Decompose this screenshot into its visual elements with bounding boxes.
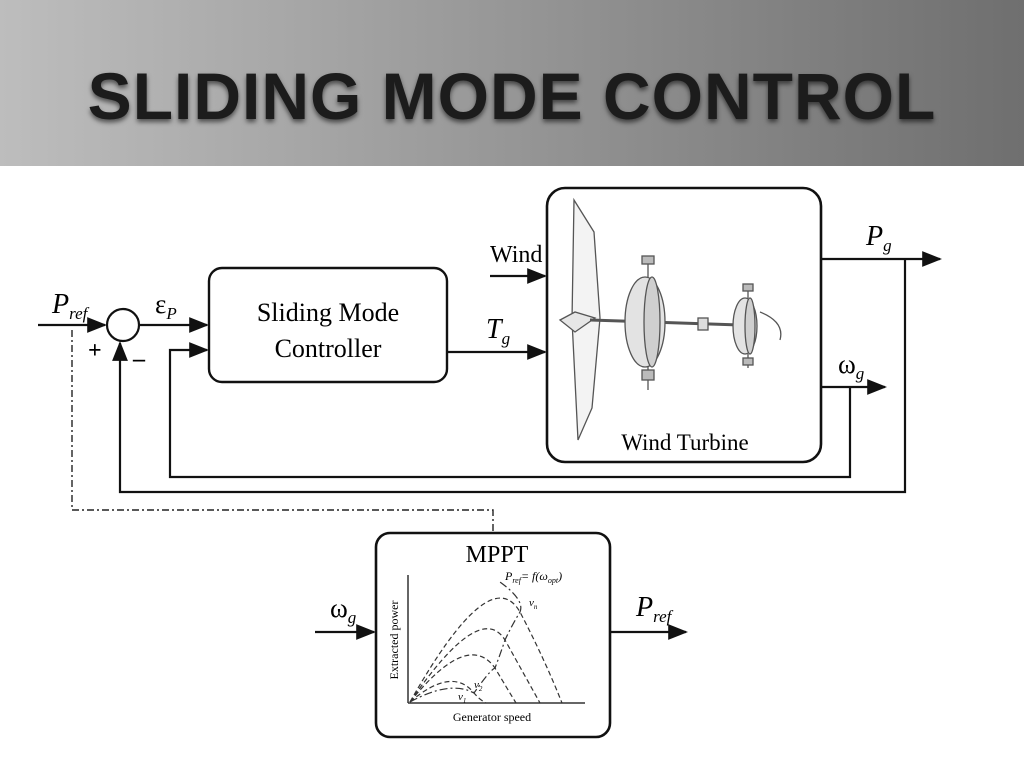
minus-sign: _ [132,338,146,364]
turbine-label: Wind Turbine [621,430,749,455]
turbine-illustration [558,197,782,441]
mppt-block [374,531,612,739]
slide-title: SLIDING MODE CONTROL [87,59,937,133]
mppt-v-label-2: v2 [474,679,483,693]
mppt-v-label-1: v1 [458,691,466,705]
mppt-curves [407,575,585,704]
wind-label: Wind [490,242,542,268]
slide-header: SLIDING MODE CONTROL [0,0,1024,166]
mppt-output-label: Pref [635,592,674,626]
power-output-label: Pg [865,221,892,255]
torque-label: Tg [486,314,510,348]
mppt-title: MPPT [466,542,529,568]
wind-turbine-block [545,186,823,464]
pref-input-label: Pref [51,289,90,323]
error-label: εP [155,289,177,323]
summing-junction [105,307,141,343]
mppt-x-axis-label: Generator speed [453,710,531,724]
speed-feedback-line [168,342,852,479]
control-block-diagram: Pref + _ εP Sliding Mode Controller Tg W… [38,186,942,739]
controller-label-line2: Controller [275,334,382,363]
plus-sign: + [88,338,102,364]
mppt-input-label: ωg [330,593,356,627]
header-divider [0,166,1024,168]
speed-output-label: ωg [838,349,864,383]
controller-label-line1: Sliding Mode [257,298,399,327]
power-feedback-line [112,259,907,494]
mppt-reference-link [71,330,494,535]
sliding-mode-controller-block [207,266,449,384]
mppt-curve-label: Pref= f(ωopt) [504,569,562,585]
mppt-y-axis-label: Extracted power [387,601,401,680]
mppt-v-label-n: vn [529,597,538,611]
